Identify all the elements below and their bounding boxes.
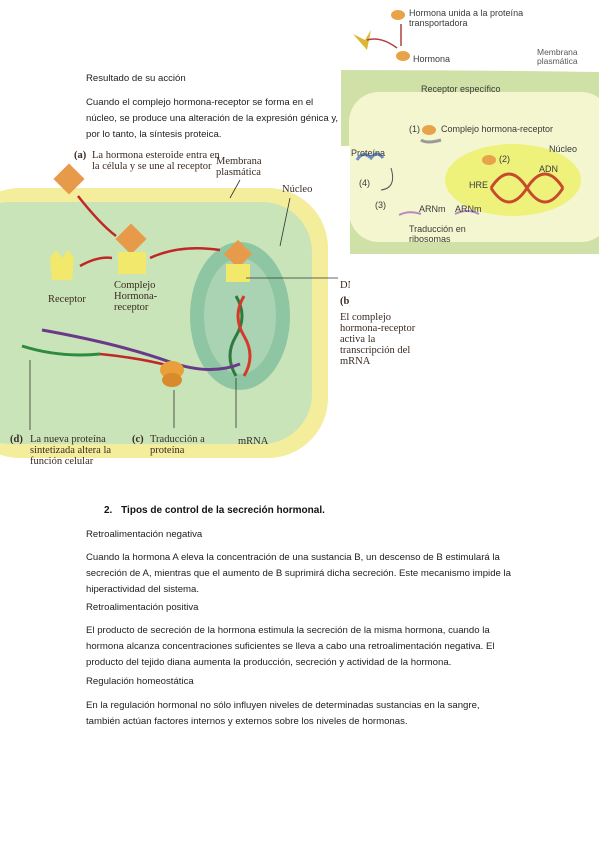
section1-title: Resultado de su acción [86,73,186,84]
homeostatic-title: Regulación homeostática [86,676,194,687]
pos-feedback-text: El producto de secreción de la hormona e… [86,625,495,668]
label-step-1: (1) [409,124,420,134]
label-d-text: La nueva proteína sintetizada altera la … [30,434,112,467]
figure-main-graphic [0,163,338,458]
label-bound-hormone: Hormona unida a la proteína transportado… [409,8,524,28]
label-receptor-main: Receptor [48,294,86,305]
label-nucleus-main: Núcleo [282,184,313,195]
label-complex-top: Complejo hormona-receptor [441,124,554,134]
label-step-4: (4) [359,178,370,188]
label-b-letter: (b) [340,296,350,307]
label-step-2: (2) [499,154,510,164]
label-nucleus-top: Núcleo [549,144,578,154]
label-complex-main: Complejo Hormona-receptor [114,280,158,313]
label-mrna: mRNA [238,436,269,447]
label-step-3: (3) [375,200,386,210]
label-c-text: Traducción a proteína [150,434,205,456]
neg-feedback-title: Retroalimentación negativa [86,529,203,540]
label-adn: ADN [539,164,559,174]
label-specific-receptor: Receptor específico [421,84,501,94]
label-membrane-top: Membrana plasmática [537,47,578,66]
label-hormone: Hormona [413,54,451,64]
section2-number: 2. [104,505,113,516]
label-arnm-1: ARNm [419,204,446,214]
neg-feedback-text: Cuando la hormona A eleva la concentraci… [86,552,511,595]
label-translation-ribosomes: Traducción en ribosomas [409,224,466,244]
section2-title: Tipos de control de la secreción hormona… [121,505,325,516]
homeostatic-text: En la regulación hormonal no sólo influy… [86,700,480,727]
pos-feedback-title: Retroalimentación positiva [86,602,199,613]
figure-hormone-receptor-pathway: Hormona unida a la proteína transportado… [341,0,599,254]
label-d-letter: (d) [10,434,23,445]
label-hre: HRE [469,180,489,190]
label-dna: DNA [340,280,350,291]
label-b-text-full: El complejo hormona-receptor activa la t… [340,312,416,367]
section2-heading: 2. Tipos de control de la secreción horm… [104,505,325,516]
label-protein: Proteína [351,148,386,158]
label-membrane-main: Membrana plasmática [216,156,262,178]
label-a-text: La hormona esteroide entra en la célula … [92,150,220,172]
figure-steroid-hormone-action: (a) La hormona esteroide entra en la cél… [0,146,350,476]
label-arnm-2: ARNm [455,204,482,214]
label-c-letter: (c) [132,434,144,445]
label-a-letter: (a) [74,150,87,161]
section1-paragraph: Cuando el complejo hormona-receptor se f… [86,97,339,140]
figure-top-graphic [341,10,599,254]
